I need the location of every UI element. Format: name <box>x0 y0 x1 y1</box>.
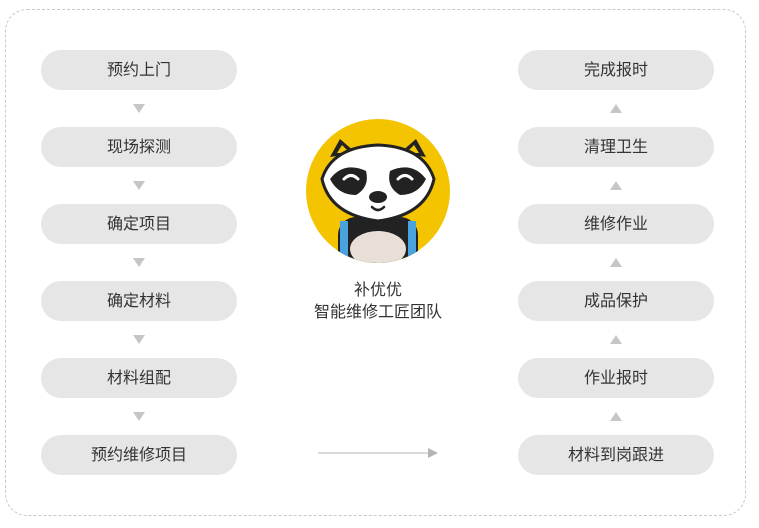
step-schedule-repair: 预约维修项目 <box>41 435 237 475</box>
arrow-up-icon <box>610 258 622 267</box>
arrow-down-icon <box>133 181 145 190</box>
step-material-assembly: 材料组配 <box>41 358 237 398</box>
raccoon-mascot-icon <box>306 119 450 263</box>
arrow-up-icon <box>610 104 622 113</box>
arrow-up-icon <box>610 412 622 421</box>
arrow-up-icon <box>610 335 622 344</box>
step-finished-protection: 成品保护 <box>518 281 714 321</box>
step-material-arrival: 材料到岗跟进 <box>518 435 714 475</box>
arrow-down-icon <box>133 412 145 421</box>
step-completion-report: 完成报时 <box>518 50 714 90</box>
step-site-inspection: 现场探测 <box>41 127 237 167</box>
step-repair-work: 维修作业 <box>518 204 714 244</box>
arrow-down-icon <box>133 335 145 344</box>
step-confirm-items: 确定项目 <box>41 204 237 244</box>
diagram-frame <box>5 9 746 516</box>
brand-name: 补优优 <box>353 280 402 299</box>
brand-tagline: 智能维修工匠团队 <box>313 302 442 321</box>
step-work-report: 作业报时 <box>518 358 714 398</box>
arrow-up-icon <box>610 181 622 190</box>
step-confirm-materials: 确定材料 <box>41 281 237 321</box>
step-cleanup: 清理卫生 <box>518 127 714 167</box>
step-booking-visit: 预约上门 <box>41 50 237 90</box>
arrow-right-icon <box>318 448 438 458</box>
arrow-down-icon <box>133 104 145 113</box>
arrow-down-icon <box>133 258 145 267</box>
brand-block: 补优优 智能维修工匠团队 <box>290 279 466 323</box>
